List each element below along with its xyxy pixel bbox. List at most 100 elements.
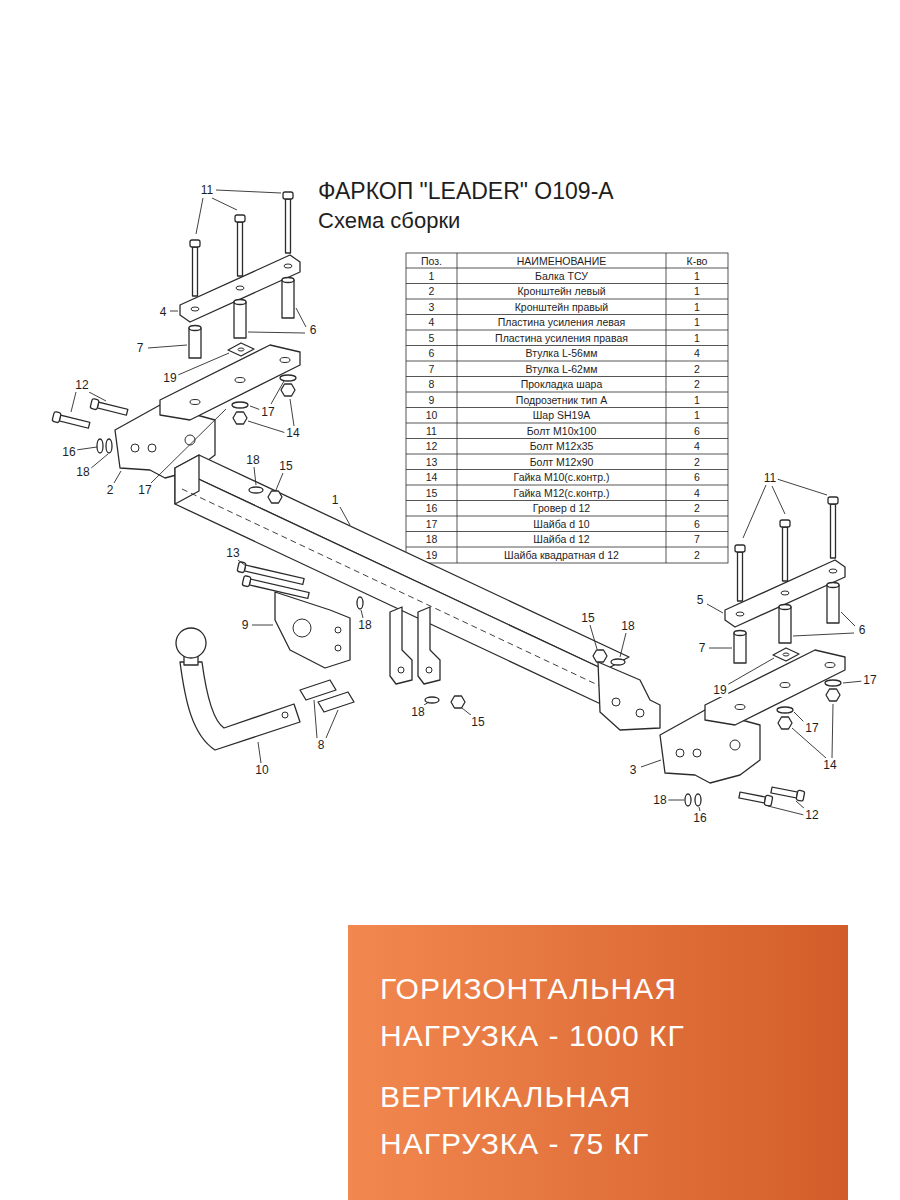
bolt-set bbox=[52, 411, 90, 430]
socket-bracket bbox=[237, 562, 305, 587]
callout-number: 4 bbox=[158, 305, 169, 319]
leader-lines bbox=[667, 800, 684, 801]
leader-lines bbox=[258, 742, 261, 763]
callout-number: 15 bbox=[469, 715, 486, 729]
side-bracket-assembly bbox=[148, 444, 156, 452]
leader-lines bbox=[114, 471, 121, 483]
side-bracket-assembly bbox=[160, 345, 300, 420]
callout-number: 18 bbox=[356, 618, 373, 632]
table-cell: 6 bbox=[667, 470, 727, 485]
callout-number: 7 bbox=[697, 641, 708, 655]
bolt-set bbox=[97, 439, 103, 453]
callout-number: 14 bbox=[284, 426, 301, 440]
table-cell: Гайка М10(с.контр.) bbox=[458, 470, 665, 485]
table-grid bbox=[406, 516, 728, 517]
table-cell: 19 bbox=[407, 548, 456, 563]
table-grid bbox=[406, 469, 728, 470]
leader-lines bbox=[768, 806, 804, 815]
side-bracket-assembly bbox=[238, 222, 243, 276]
table-cell: 2 bbox=[667, 455, 727, 470]
side-bracket-assembly bbox=[185, 435, 195, 445]
leader-lines bbox=[254, 467, 256, 485]
leader-lines bbox=[743, 485, 766, 538]
hitch-ball bbox=[282, 712, 288, 718]
table-grid bbox=[406, 299, 728, 300]
callout-number: 10 bbox=[253, 763, 270, 777]
leader-lines bbox=[252, 625, 273, 626]
side-bracket-assembly bbox=[189, 326, 201, 331]
table-cell: 9 bbox=[407, 393, 456, 408]
leader-lines bbox=[148, 345, 187, 348]
table-cell: Кронштейн левый bbox=[458, 284, 665, 299]
bolt-set bbox=[796, 790, 805, 801]
table-grid bbox=[406, 253, 728, 563]
leader-lines bbox=[248, 332, 305, 333]
table-cell: 12 bbox=[407, 439, 456, 454]
socket-plates bbox=[425, 697, 439, 703]
table-cell: 3 bbox=[407, 300, 456, 315]
table-grid bbox=[406, 547, 728, 548]
table-cell: 2 bbox=[667, 377, 727, 392]
leader-lines bbox=[271, 381, 284, 404]
table-cell: 4 bbox=[667, 439, 727, 454]
table-grid bbox=[406, 485, 728, 486]
table-cell: 13 bbox=[407, 455, 456, 470]
table-cell: 1 bbox=[667, 284, 727, 299]
towbar-beam bbox=[249, 487, 263, 493]
table-grid bbox=[406, 268, 728, 269]
table-cell: Шайба d 10 bbox=[458, 517, 665, 532]
table-cell: 2 bbox=[667, 548, 727, 563]
socket-plates bbox=[398, 667, 404, 673]
callout-number: 13 bbox=[224, 546, 241, 560]
table-cell: 2 bbox=[667, 501, 727, 516]
table-cell: 5 bbox=[407, 331, 456, 346]
callout-number: 2 bbox=[105, 483, 116, 497]
side-bracket-assembly bbox=[228, 343, 254, 356]
bolt-set bbox=[771, 787, 798, 798]
table-cell: Пластина усиления левая bbox=[458, 315, 665, 330]
socket-plates bbox=[390, 607, 465, 708]
side-bracket-assembly bbox=[283, 192, 293, 199]
side-bracket-assembly bbox=[236, 286, 244, 290]
leader-lines bbox=[340, 507, 350, 525]
callout-number: 17 bbox=[136, 483, 153, 497]
table-cell: 1 bbox=[667, 393, 727, 408]
side-bracket-assembly bbox=[191, 307, 199, 311]
bolt-set bbox=[52, 411, 61, 422]
table-cell: Болт М10х100 bbox=[458, 424, 665, 439]
socket-bracket bbox=[237, 562, 363, 668]
callout-number: 19 bbox=[711, 683, 728, 697]
side-bracket-assembly bbox=[235, 215, 245, 222]
table-grid bbox=[406, 454, 728, 455]
table-grid bbox=[406, 361, 728, 362]
callout-number: 12 bbox=[803, 808, 820, 822]
towbar-beam bbox=[636, 709, 644, 717]
callout-number: 11 bbox=[762, 471, 778, 485]
bolt-set bbox=[771, 785, 805, 801]
load-text: ВЕРТИКАЛЬНАЯ НАГРУЗКА - 75 КГ bbox=[380, 1073, 790, 1167]
table-grid bbox=[406, 407, 728, 408]
hitch-ball bbox=[318, 692, 354, 712]
socket-bracket bbox=[242, 576, 251, 587]
leader-lines bbox=[276, 473, 283, 490]
callout-number: 17 bbox=[861, 673, 878, 687]
table-cell: Прокладка шара bbox=[458, 377, 665, 392]
leader-lines bbox=[71, 392, 76, 412]
table-cell: 6 bbox=[667, 517, 727, 532]
table-cell: 10 bbox=[407, 408, 456, 423]
side-bracket-assembly bbox=[189, 328, 201, 358]
callout-number: 1 bbox=[330, 493, 341, 507]
bolt-set bbox=[739, 790, 773, 806]
callout-number: 12 bbox=[73, 378, 90, 392]
callout-number: 16 bbox=[691, 811, 708, 825]
callout-number: 6 bbox=[857, 623, 868, 637]
leader-lines bbox=[772, 486, 785, 514]
side-bracket-assembly bbox=[193, 247, 198, 296]
side-bracket-assembly bbox=[280, 375, 296, 381]
load-panel: ГОРИЗОНТАЛЬНАЯ НАГРУЗКА - 1000 КГВЕРТИКА… bbox=[348, 925, 848, 1200]
side-bracket-assembly bbox=[235, 378, 245, 383]
leader-lines bbox=[90, 454, 108, 469]
leader-lines bbox=[216, 190, 281, 193]
socket-bracket bbox=[275, 592, 350, 668]
